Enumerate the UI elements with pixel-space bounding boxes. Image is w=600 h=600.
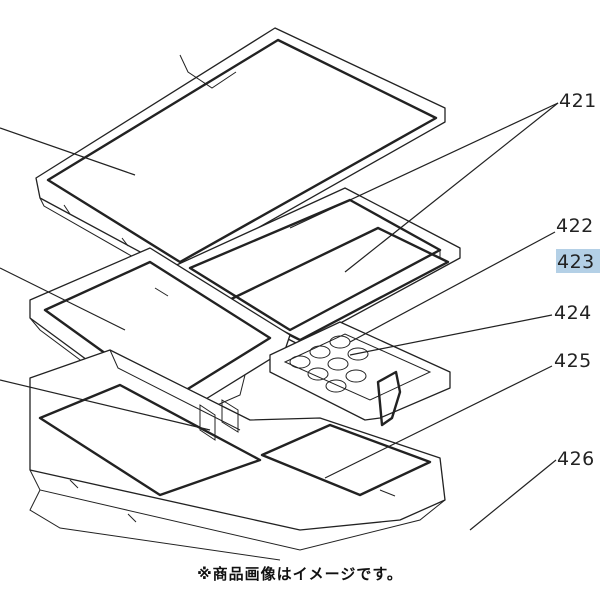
leader-425 (324, 365, 553, 479)
leader-lines (0, 102, 559, 531)
label-426: 426 (557, 448, 595, 470)
leader-424 (349, 314, 553, 356)
leader-421-a (289, 102, 559, 229)
label-423-highlight (556, 249, 600, 273)
bottom-tray (29, 349, 446, 561)
label-423: 423 (557, 251, 595, 273)
top-glass-shelf (35, 27, 446, 279)
label-422: 422 (556, 215, 594, 237)
leader-left-3 (0, 379, 211, 431)
leader-left-1 (0, 127, 136, 176)
egg-tray (269, 321, 451, 427)
leader-left-2 (0, 267, 126, 331)
label-424: 424 (554, 302, 592, 324)
leader-421-b (344, 102, 559, 273)
label-425: 425 (554, 350, 592, 372)
image-disclaimer-caption: ※商品画像はイメージです。 (197, 565, 403, 583)
leader-422 (349, 231, 556, 343)
label-421: 421 (559, 90, 597, 112)
leader-426 (469, 459, 557, 531)
